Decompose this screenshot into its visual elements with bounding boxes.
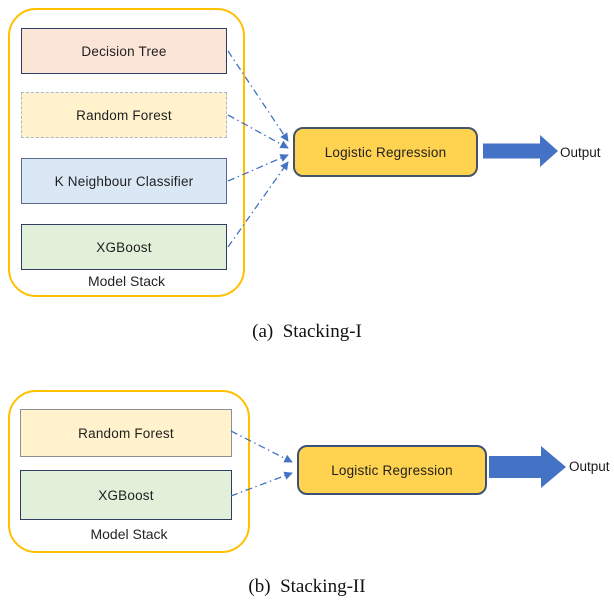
output-label-a: Output [560,145,601,160]
model-stack-label-b: Model Stack [90,526,168,542]
logistic-regression-label-a: Logistic Regression [324,144,447,160]
caption-b: (b) Stacking-II [248,576,366,597]
model-box-random-forest-b: Random Forest [20,409,232,457]
model-stack-label-a: Model Stack [87,273,166,289]
output-label-b: Output [569,459,610,474]
model-label-xgboost-b: XGBoost [98,487,154,503]
model-label-random-forest-a: Random Forest [76,107,172,123]
output-arrow-icon-a [483,135,558,167]
model-label-decision-tree: Decision Tree [81,43,167,59]
output-arrow-icon-b [489,446,566,488]
model-label-random-forest-b: Random Forest [78,425,174,441]
model-box-xgboost-b: XGBoost [20,470,232,520]
logistic-regression-box-b: Logistic Regression [297,445,487,495]
logistic-regression-box-a: Logistic Regression [293,127,478,177]
model-label-k-neighbour-classifier: K Neighbour Classifier [54,173,194,189]
model-label-xgboost-a: XGBoost [96,239,152,255]
model-box-k-neighbour-classifier: K Neighbour Classifier [21,158,227,204]
logistic-regression-label-b: Logistic Regression [331,462,453,478]
model-box-xgboost-a: XGBoost [21,224,227,270]
model-box-random-forest-a: Random Forest [21,92,227,138]
model-box-decision-tree: Decision Tree [21,28,227,74]
caption-a: (a) Stacking-I [252,321,362,342]
